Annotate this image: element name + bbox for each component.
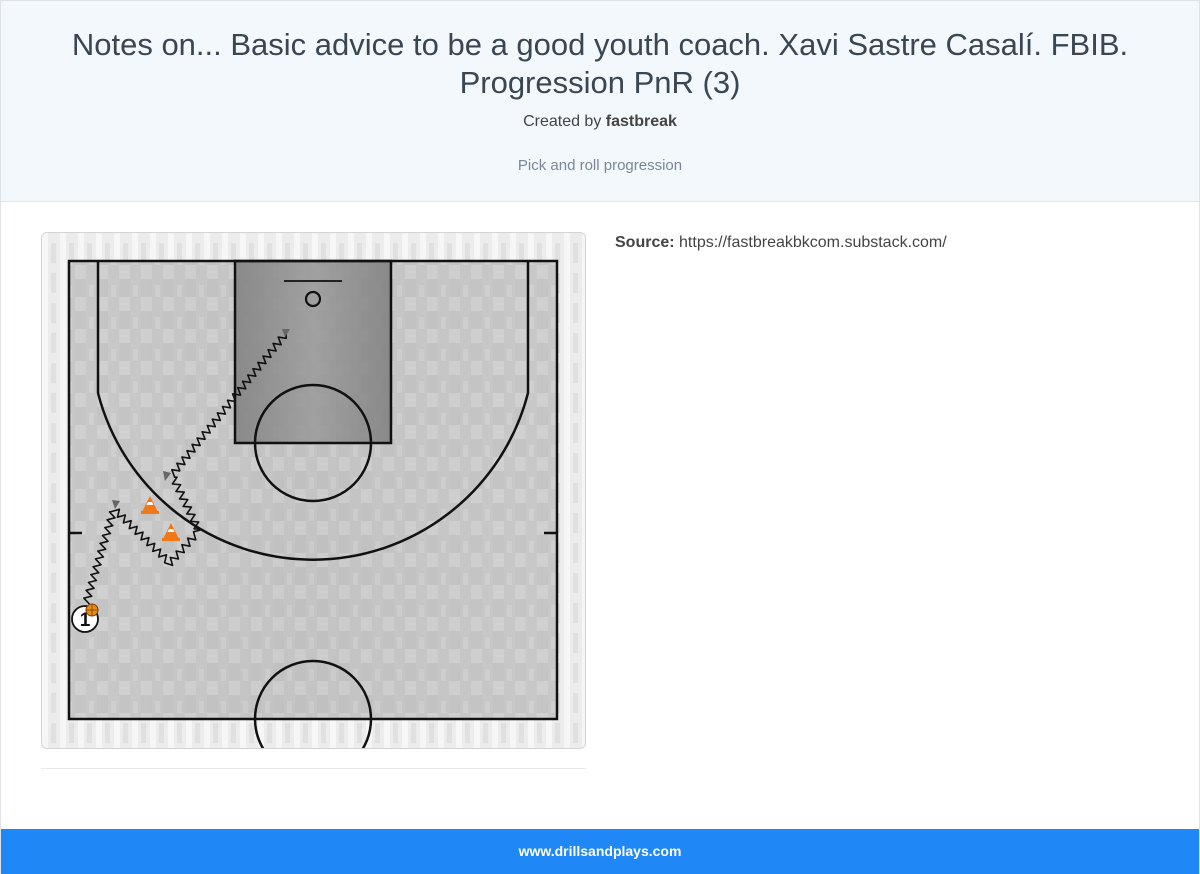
court-diagram: 1 <box>41 232 586 749</box>
dribble-path <box>82 332 287 605</box>
cone-icon <box>162 523 180 541</box>
arrowhead-secondary <box>112 500 120 509</box>
source-label: Source: <box>615 234 675 251</box>
basketball-icon <box>85 603 99 617</box>
cone-icon <box>141 496 159 514</box>
dribble-arrowhead <box>282 329 290 337</box>
court-svg: 1 <box>42 233 585 748</box>
court-lines <box>67 259 559 748</box>
source-url[interactable]: https://fastbreakbkcom.substack.com/ <box>679 234 947 251</box>
byline-prefix: Created by <box>523 113 602 130</box>
player-label: 1 <box>80 610 91 631</box>
byline: Created by fastbreak <box>1 113 1199 131</box>
footer-site-link[interactable]: www.drillsandplays.com <box>518 843 682 859</box>
page-title: Notes on... Basic advice to be a good yo… <box>71 27 1129 100</box>
source-line: Source: https://fastbreakbkcom.substack.… <box>615 234 947 252</box>
diagram-separator <box>41 768 586 769</box>
arrowhead-tertiary <box>163 471 171 481</box>
paint-area <box>235 261 391 443</box>
author-name[interactable]: fastbreak <box>605 113 677 130</box>
drill-subtitle: Pick and roll progression <box>517 157 683 174</box>
page-header: Notes on... Basic advice to be a good yo… <box>1 1 1199 202</box>
site-footer: www.drillsandplays.com <box>1 829 1199 874</box>
